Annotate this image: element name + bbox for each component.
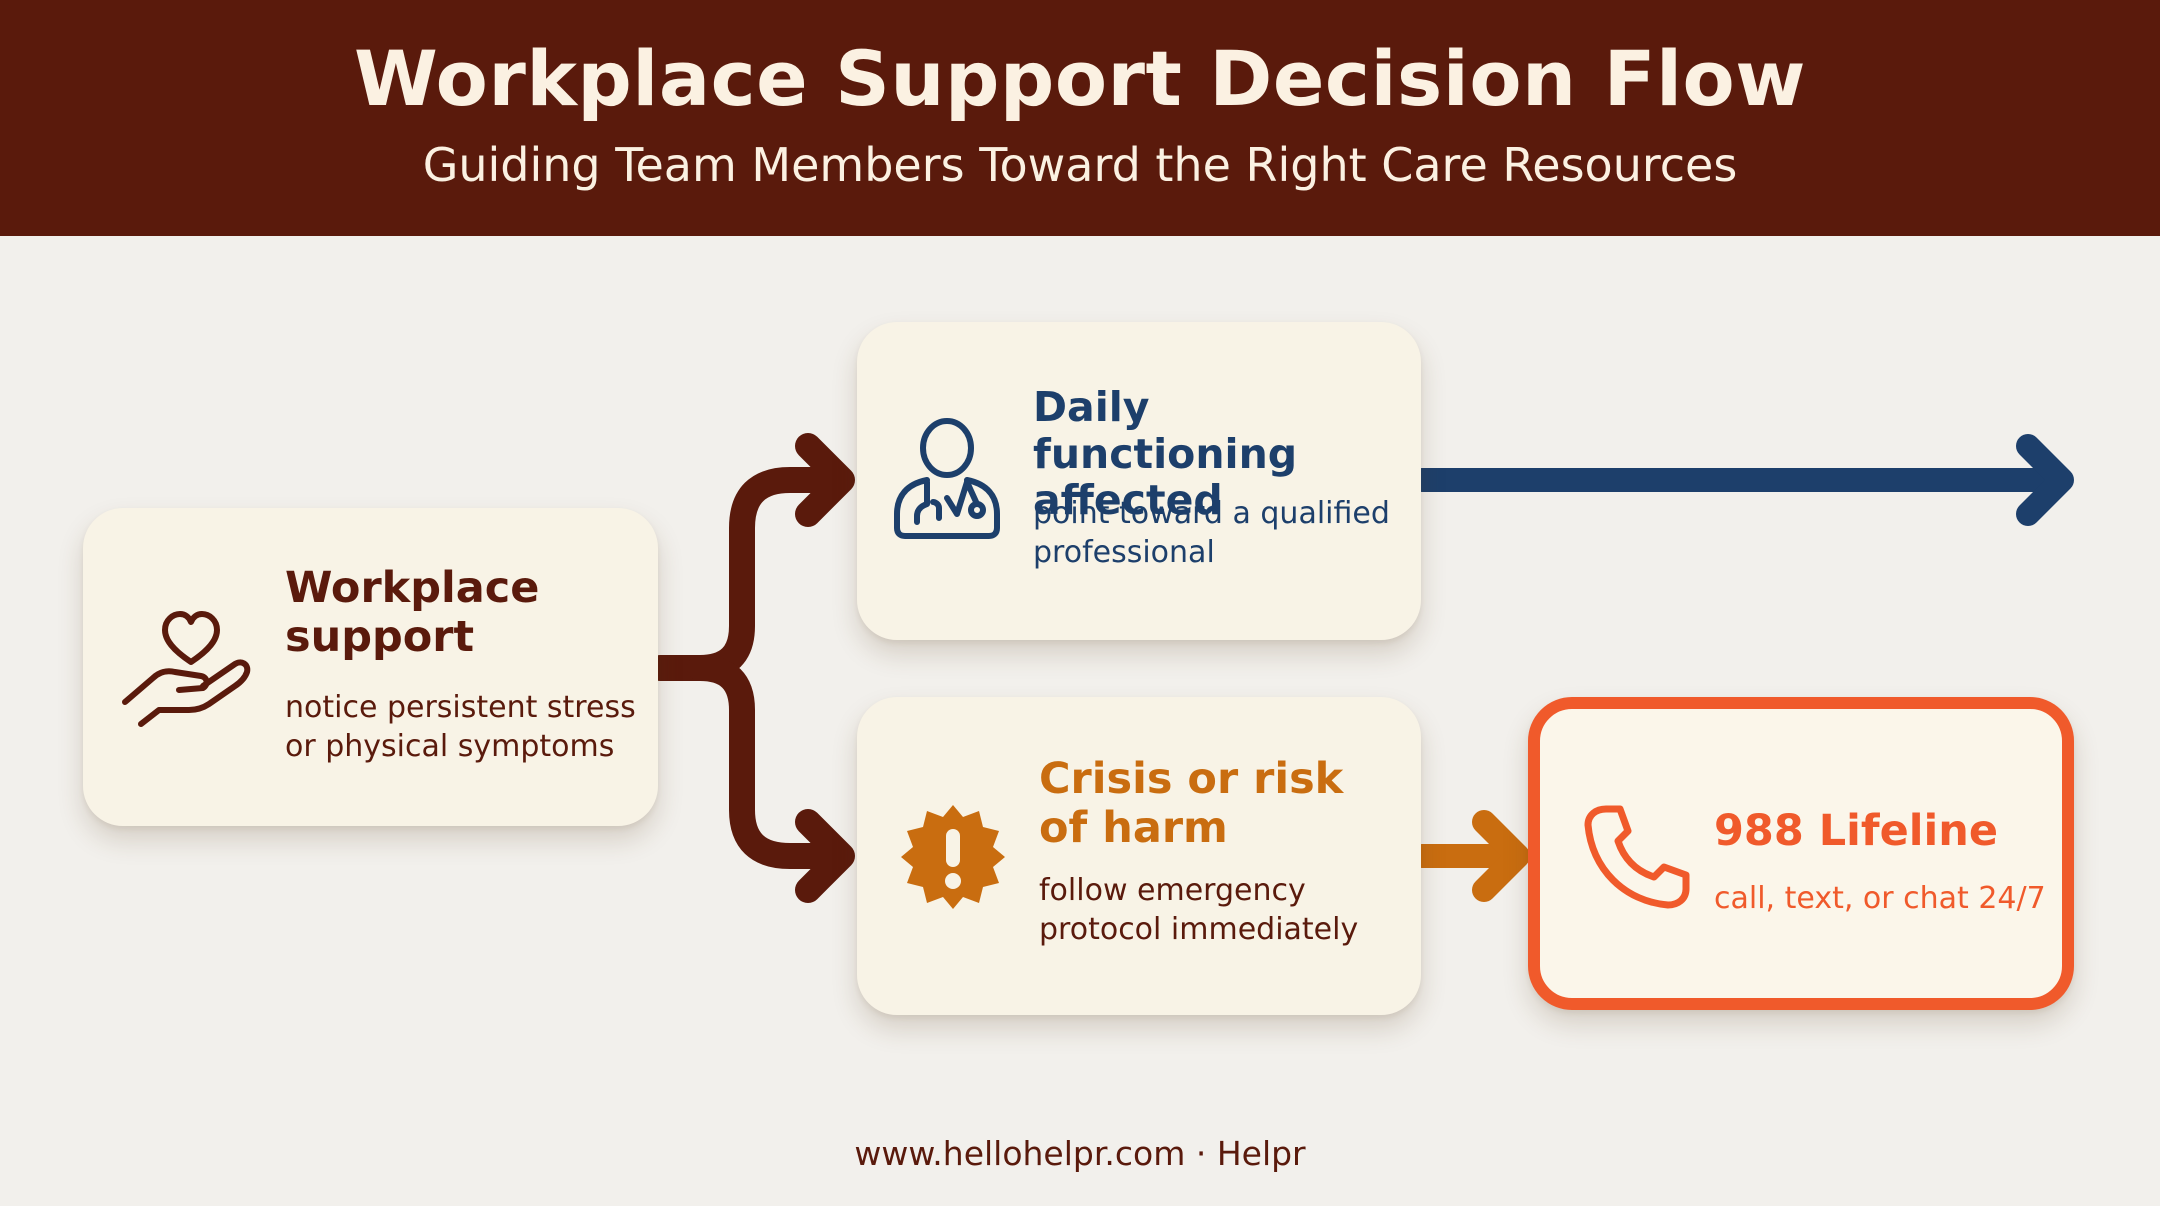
node-description: follow emergency protocol immediately (1039, 873, 1359, 947)
node-daily-functioning: Daily functioning affected point toward … (857, 322, 1421, 640)
arrowhead-to-lifeline (1472, 810, 1530, 902)
node-title: Crisis or risk of harm (1039, 754, 1344, 854)
footer-link[interactable]: www.hellohelpr.com · Helpr (854, 1134, 1306, 1173)
phone-icon (1584, 805, 1690, 909)
heart-hand-icon (122, 611, 251, 727)
node-title: Workplace support (285, 563, 540, 663)
exclamation-badge-icon (901, 805, 1005, 909)
node-title: 988 Lifeline (1714, 806, 1998, 856)
arrowhead-to-daily (795, 433, 855, 527)
node-description: point toward a qualified professional (1033, 496, 1390, 570)
page-title: Workplace Support Decision Flow (354, 34, 1806, 123)
node-title: Daily functioning affected (1033, 383, 1298, 525)
doctor-stethoscope-icon (894, 418, 1000, 539)
arrowhead-daily-exit (2016, 434, 2074, 526)
header-banner: Workplace Support Decision Flow Guiding … (0, 0, 2160, 236)
connector-start-to-crisis (687, 655, 843, 869)
node-description: call, text, or chat 24/7 (1714, 881, 2046, 916)
node-description: notice persistent stress or physical sym… (285, 690, 636, 764)
page-subtitle: Guiding Team Members Toward the Right Ca… (422, 138, 1738, 192)
node-workplace-support: Workplace support notice persistent stre… (83, 508, 658, 826)
node-988-lifeline[interactable]: 988 Lifeline call, text, or chat 24/7 (1528, 697, 2074, 1010)
arrowhead-to-crisis (795, 809, 855, 903)
node-crisis-risk: Crisis or risk of harm follow emergency … (857, 697, 1421, 1015)
